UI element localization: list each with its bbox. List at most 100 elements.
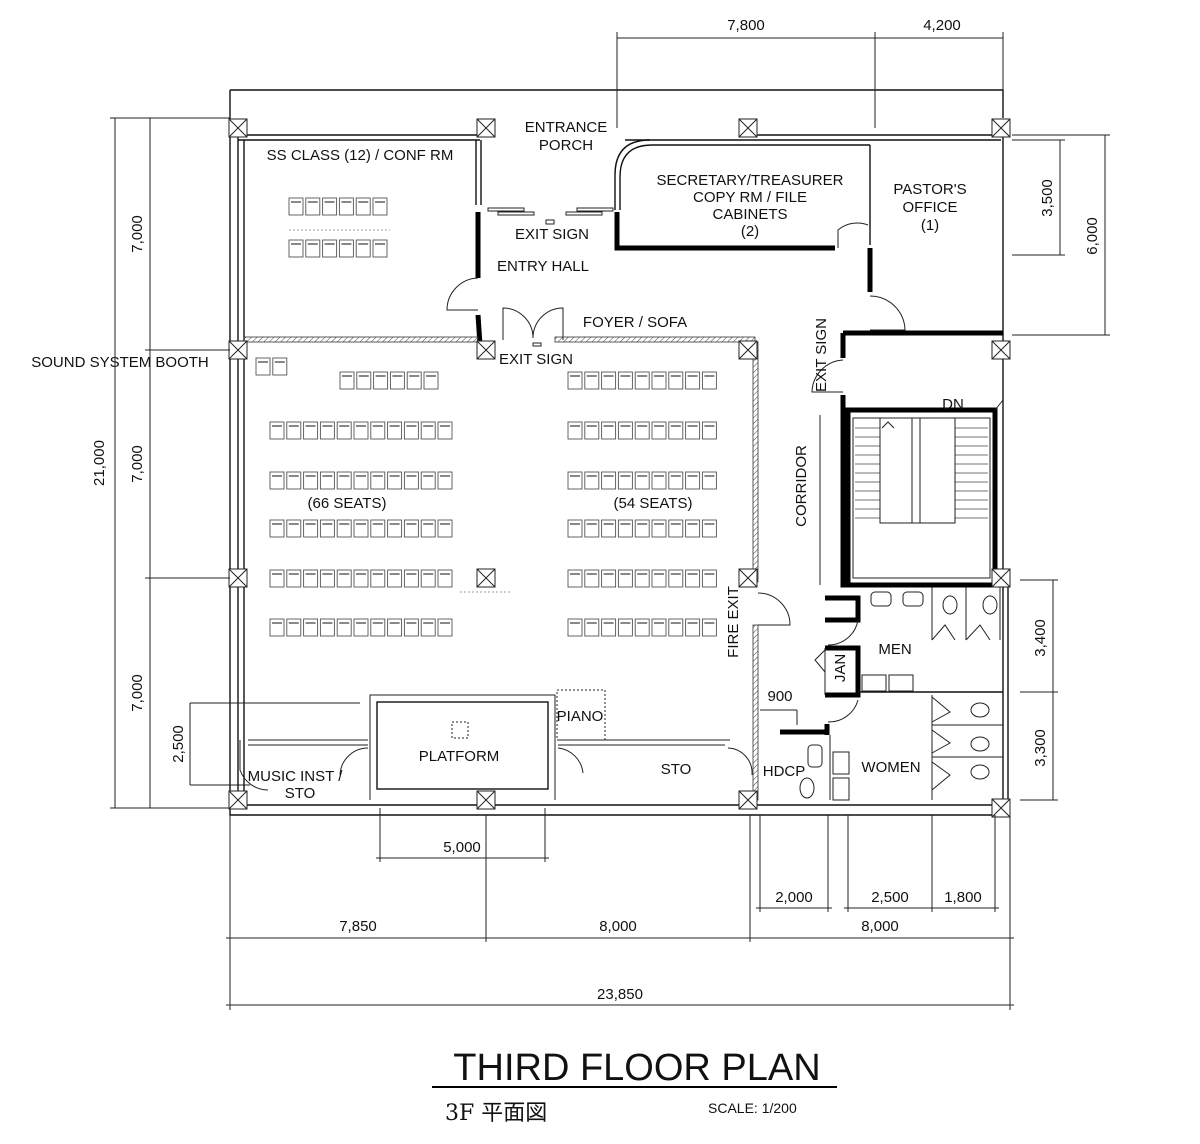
seat-icon — [601, 618, 617, 637]
seat-icon — [387, 471, 403, 490]
seat-icon — [387, 618, 403, 637]
seat-icon — [584, 569, 600, 588]
column-icon — [476, 790, 496, 810]
dim-right-6000: 6,000 — [1084, 217, 1101, 255]
seat-icon — [389, 371, 405, 390]
platform-area — [239, 689, 753, 800]
dim-bay-3: 8,000 — [861, 918, 899, 935]
seat-icon — [634, 471, 650, 490]
seat-icon — [336, 569, 352, 588]
dim-top-7800: 7,800 — [727, 17, 765, 34]
seat-icon — [634, 371, 650, 390]
seat-icon — [701, 471, 717, 490]
seat-icon — [269, 471, 285, 490]
seat-icon — [567, 569, 583, 588]
secretary-label-3: CABINETS — [712, 206, 787, 223]
seat-icon — [319, 421, 335, 440]
sound-booth-label: SOUND SYSTEM BOOTH — [31, 354, 209, 371]
seat-icon — [338, 197, 354, 216]
seat-icon — [685, 421, 701, 440]
ss-class-label: SS CLASS (12) / CONF RM — [267, 147, 454, 164]
dim-right-3400: 3,400 — [1032, 619, 1049, 657]
seat-icon — [584, 519, 600, 538]
seat-icon — [303, 519, 319, 538]
seat-icon — [338, 239, 354, 258]
seat-icon — [567, 519, 583, 538]
title-block: THIRD FLOOR PLAN 3F 平面図 SCALE: 1/200 — [432, 1047, 837, 1126]
seat-icon — [288, 239, 304, 258]
seat-icon — [651, 569, 667, 588]
drawing-subtitle: 3F 平面図 — [445, 1101, 547, 1126]
seat-icon — [668, 618, 684, 637]
fire-exit-label: FIRE EXIT — [725, 586, 742, 658]
seat-icon — [269, 421, 285, 440]
seat-icon — [617, 421, 633, 440]
seat-icon — [370, 569, 386, 588]
seat-icon — [356, 371, 372, 390]
sto-label: STO — [661, 761, 692, 778]
toilet-walls — [780, 587, 1003, 801]
men-label: MEN — [878, 641, 911, 658]
seat-icon — [370, 471, 386, 490]
seat-icon — [567, 421, 583, 440]
dim-bottom-2000: 2,000 — [775, 889, 813, 906]
seat-icon — [272, 357, 288, 376]
corridor-label: CORRIDOR — [793, 445, 810, 527]
dim-total: 23,850 — [597, 986, 643, 1003]
seat-icon — [355, 239, 371, 258]
seat-icon — [373, 371, 389, 390]
seat-icon — [355, 197, 371, 216]
secretary-label-2: COPY RM / FILE — [693, 189, 807, 206]
seat-icon — [437, 471, 453, 490]
column-icon — [991, 340, 1011, 360]
seat-icon — [601, 471, 617, 490]
seat-icon — [387, 569, 403, 588]
column-icon — [738, 118, 758, 138]
seat-icon — [685, 471, 701, 490]
seat-icon — [601, 569, 617, 588]
seat-icon — [269, 519, 285, 538]
dim-left-total: 21,000 — [91, 440, 108, 486]
dim-left-3: 7,000 — [129, 674, 146, 712]
column-icon — [738, 340, 758, 360]
seat-icon — [303, 618, 319, 637]
dim-left-1: 7,000 — [129, 215, 146, 253]
seat-icon — [601, 421, 617, 440]
seat-icon — [651, 421, 667, 440]
hdcp-label: HDCP — [763, 763, 806, 780]
seat-icon — [303, 421, 319, 440]
secretary-label: SECRETARY/TREASURER — [657, 172, 844, 189]
entry-doors — [487, 207, 614, 347]
pastor-office-label-2: OFFICE — [903, 199, 958, 216]
stair[interactable] — [845, 399, 1004, 588]
seat-icon — [336, 618, 352, 637]
seat-icon — [437, 421, 453, 440]
seat-icon — [584, 371, 600, 390]
seat-icon — [286, 569, 302, 588]
seat-icon — [387, 421, 403, 440]
dimension-lines — [110, 32, 1110, 1010]
dim-platform-5000: 5,000 — [443, 839, 481, 856]
seat-icon — [668, 569, 684, 588]
seat-icon — [617, 471, 633, 490]
seat-icon — [353, 569, 369, 588]
seat-icon — [701, 519, 717, 538]
seat-icon — [617, 371, 633, 390]
seat-icon — [567, 618, 583, 637]
seat-icon — [305, 239, 321, 258]
seat-icon — [584, 421, 600, 440]
pastor-office-label: PASTOR'S — [893, 181, 966, 198]
dim-bottom-2500: 2,500 — [871, 889, 909, 906]
seat-icon — [584, 618, 600, 637]
seat-icon — [336, 471, 352, 490]
column-icon — [228, 568, 248, 588]
seat-icon — [701, 618, 717, 637]
seat-icon — [353, 421, 369, 440]
seat-icon — [303, 569, 319, 588]
seat-icon — [617, 519, 633, 538]
pastor-office-label-3: (1) — [921, 217, 939, 234]
column-icon — [991, 118, 1011, 138]
drawing-scale: SCALE: 1/200 — [708, 1100, 797, 1116]
seat-icon — [370, 618, 386, 637]
seat-icon — [701, 371, 717, 390]
